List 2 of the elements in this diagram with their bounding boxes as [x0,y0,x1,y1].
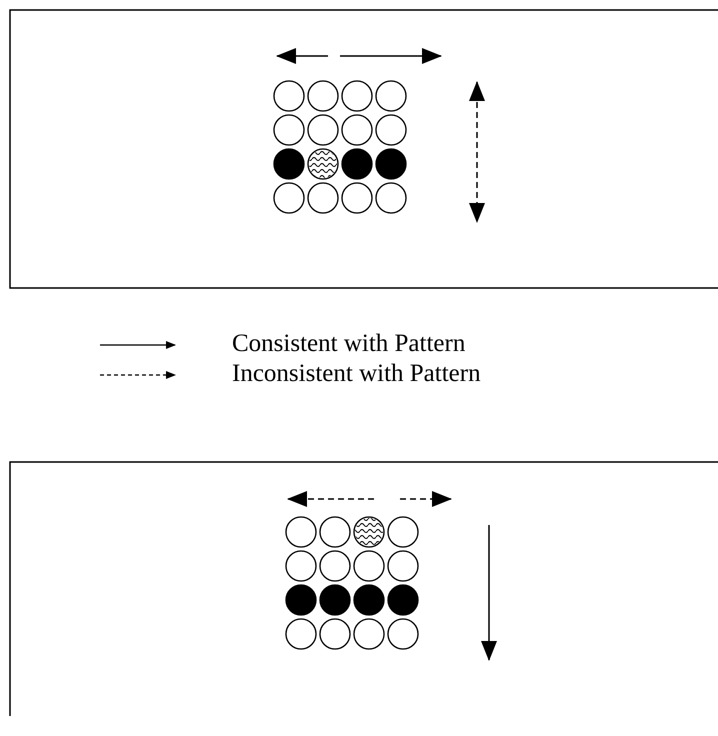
legend-text: Inconsistent with Pattern [232,359,481,389]
legend-text: Consistent with Pattern [232,329,466,359]
